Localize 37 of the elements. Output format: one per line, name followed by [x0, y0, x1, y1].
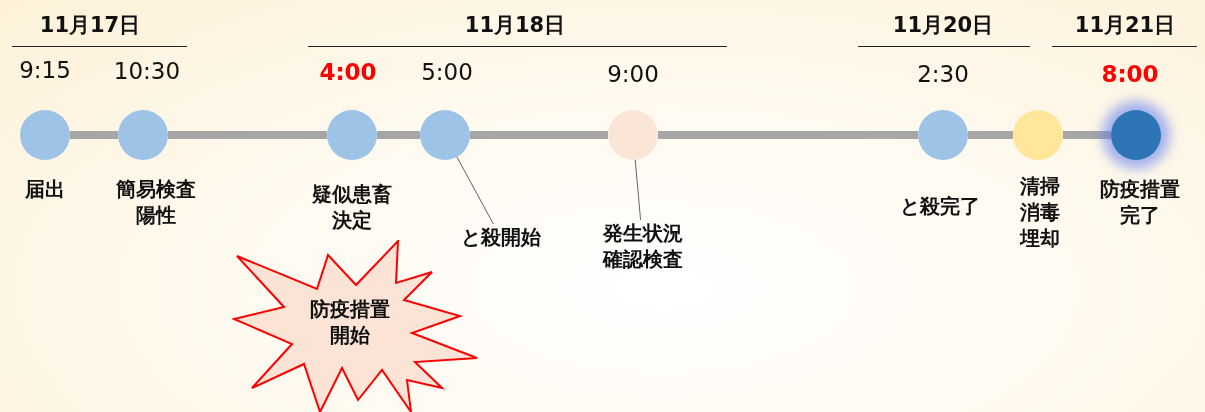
- time-label: 9:00: [606, 60, 660, 88]
- time-label: 8:00: [1100, 60, 1160, 88]
- timeline-milestone-circle: [327, 110, 377, 160]
- leader-line: [634, 159, 642, 221]
- date-label: 11月21日: [1074, 12, 1176, 38]
- timeline-segment: [70, 131, 118, 139]
- timeline-segment: [168, 131, 327, 139]
- timeline-segment: [968, 131, 1013, 139]
- callout-text: 防疫措置開始: [309, 296, 391, 348]
- time-label: 4:00: [318, 58, 378, 86]
- time-label: 9:15: [18, 56, 72, 84]
- event-label: 疑似患畜決定: [311, 181, 393, 233]
- timeline-milestone-circle: [420, 110, 470, 160]
- time-label: 2:30: [916, 60, 970, 88]
- timeline-milestone-circle: [608, 110, 658, 160]
- event-label: 防疫措置完了: [1099, 176, 1181, 228]
- timeline-segment: [377, 131, 420, 139]
- time-label: 10:30: [112, 57, 182, 85]
- event-label: 発生状況確認検査: [601, 220, 684, 272]
- timeline-segment: [470, 131, 608, 139]
- timeline-milestone-circle: [1013, 110, 1063, 160]
- timeline-milestone-circle: [20, 110, 70, 160]
- timeline-milestone-circle: [1111, 110, 1161, 160]
- timeline-segment: [1063, 131, 1111, 139]
- timeline-milestone-circle: [918, 110, 968, 160]
- timeline-segment: [658, 131, 918, 139]
- event-label: 簡易検査陽性: [115, 176, 197, 228]
- event-label: 清掃消毒埋却: [1018, 173, 1061, 251]
- date-label: 11月18日: [464, 12, 566, 38]
- event-label: と殺開始: [460, 224, 542, 250]
- date-label: 11月17日: [39, 12, 141, 38]
- date-label: 11月20日: [892, 12, 994, 38]
- event-label: 届出: [24, 176, 66, 202]
- event-label: と殺完了: [899, 193, 981, 219]
- time-label: 5:00: [420, 58, 474, 86]
- leader-line: [456, 156, 494, 225]
- timeline-milestone-circle: [118, 110, 168, 160]
